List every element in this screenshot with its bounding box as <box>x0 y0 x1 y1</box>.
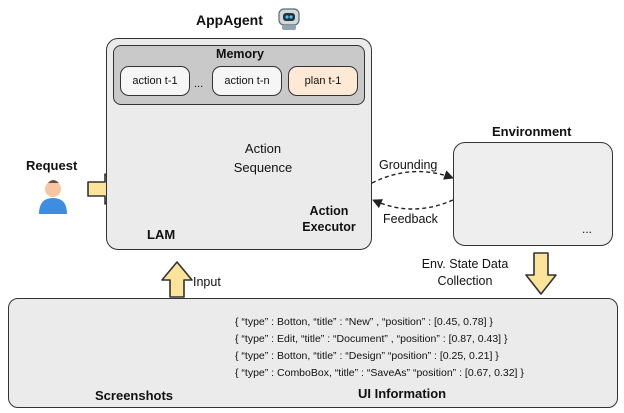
grounding-label: Grounding <box>379 158 438 172</box>
action-sequence-line-1: Action <box>244 141 282 156</box>
person-icon <box>39 180 67 214</box>
environment-panel <box>453 142 613 246</box>
ui-info-panel <box>8 298 618 408</box>
action-sequence-label: Action Sequence <box>226 139 300 177</box>
action-executor-line-2: Executor <box>302 220 356 234</box>
ui-info-line-2: { “type” : Edit, “title” : “Document” , … <box>235 333 508 345</box>
action-executor-line-1: Action <box>309 204 349 218</box>
action-executor-label: Action Executor <box>296 203 362 235</box>
request-label: Request <box>26 158 78 173</box>
ui-info-line-4: { “type” : ComboBox, “title” : “SaveAs” … <box>235 367 524 379</box>
memory-item-plan-t-1: plan t-1 <box>288 66 358 96</box>
env-state-arrow <box>525 252 557 295</box>
robot-icon <box>278 8 300 30</box>
ui-info-line-1: { “type” : Botton, “title” : “New” , “po… <box>235 316 493 328</box>
memory-item-action-t-n: action t-n <box>212 66 282 96</box>
environment-title: Environment <box>492 124 572 139</box>
app-agent-title: AppAgent <box>196 12 263 28</box>
input-label: Input <box>193 275 221 289</box>
feedback-arrow <box>372 199 454 210</box>
memory-item-action-t-1: action t-1 <box>120 66 190 96</box>
memory-title: Memory <box>216 47 264 61</box>
memory-ellipsis: ... <box>194 78 204 90</box>
lam-label: LAM <box>147 227 176 242</box>
env-state-line-2: Collection <box>437 274 493 288</box>
ui-information-title: UI Information <box>358 386 447 401</box>
ui-info-line-3: { “type” : Botton, “title” : “Design” “p… <box>235 350 499 362</box>
env-state-line-1: Env. State Data <box>421 257 509 271</box>
grounding-arrow <box>371 170 454 184</box>
input-arrow <box>161 261 193 298</box>
feedback-label: Feedback <box>383 212 438 226</box>
action-sequence-line-2: Sequence <box>233 160 293 175</box>
environment-more: ... <box>582 222 593 236</box>
env-state-label: Env. State Data Collection <box>412 256 518 290</box>
screenshots-label: Screenshots <box>95 388 174 403</box>
